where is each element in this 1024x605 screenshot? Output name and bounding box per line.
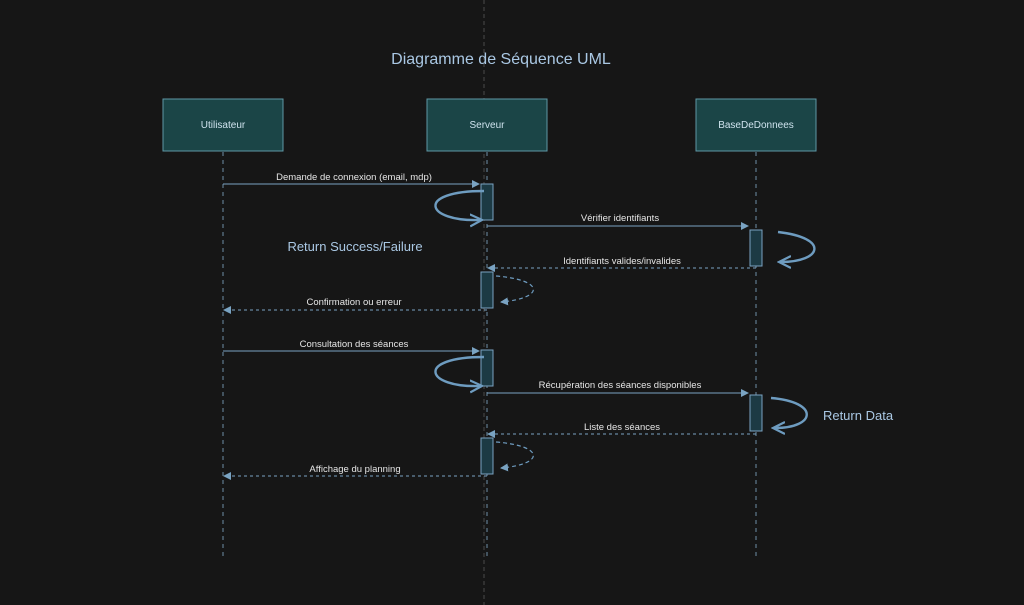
activation-server-3 — [480, 349, 494, 387]
message-4: Confirmation ou erreur — [223, 297, 487, 314]
message-label: Vérifier identifiants — [581, 213, 659, 224]
self-loop-server-2 — [495, 275, 534, 306]
self-loops — [434, 189, 816, 472]
message-1: Demande de connexion (email, mdp) — [223, 172, 480, 188]
activation-db-1 — [749, 229, 763, 267]
message-label: Consultation des séances — [300, 339, 409, 350]
note-return-success-failure: Return Success/Failure — [287, 239, 422, 254]
participant-box[interactable] — [426, 98, 548, 152]
message-label: Récupération des séances disponibles — [539, 380, 702, 391]
activations — [480, 183, 763, 475]
message-label: Identifiants valides/invalides — [563, 256, 681, 267]
message-6: Récupération des séances disponibles — [487, 380, 749, 397]
self-loop-db-2 — [770, 396, 808, 428]
message-label: Demande de connexion (email, mdp) — [276, 172, 432, 183]
self-loop-server-1 — [434, 189, 484, 220]
participant-db[interactable]: BaseDeDonnees — [695, 98, 817, 152]
participant-label: Serveur — [469, 120, 505, 131]
diagram-title: Diagramme de Séquence UML — [391, 51, 611, 68]
message-2: Vérifier identifiants — [487, 213, 749, 230]
participant-box[interactable] — [695, 98, 817, 152]
message-label: Liste des séances — [584, 422, 660, 433]
self-loop-server-3 — [434, 355, 484, 386]
note-return-data: Return Data — [823, 408, 894, 423]
participant-box[interactable] — [162, 98, 284, 152]
self-loop-db-1 — [778, 230, 816, 262]
message-8: Affichage du planning — [223, 464, 487, 480]
self-loop-server-4 — [495, 441, 534, 472]
participant-user[interactable]: Utilisateur — [162, 98, 284, 152]
activation-server-2 — [480, 271, 494, 309]
message-7: Liste des séances — [487, 422, 756, 438]
message-label: Confirmation ou erreur — [306, 297, 401, 308]
message-3: Identifiants valides/invalides — [487, 256, 756, 272]
activation-db-2 — [749, 394, 763, 432]
participant-label: Utilisateur — [201, 120, 246, 131]
activation-server-4 — [480, 437, 494, 475]
participant-server[interactable]: Serveur — [426, 98, 548, 152]
message-label: Affichage du planning — [309, 464, 400, 475]
message-5: Consultation des séances — [223, 339, 480, 355]
activation-server-1 — [480, 183, 494, 221]
participant-label: BaseDeDonnees — [718, 120, 794, 131]
